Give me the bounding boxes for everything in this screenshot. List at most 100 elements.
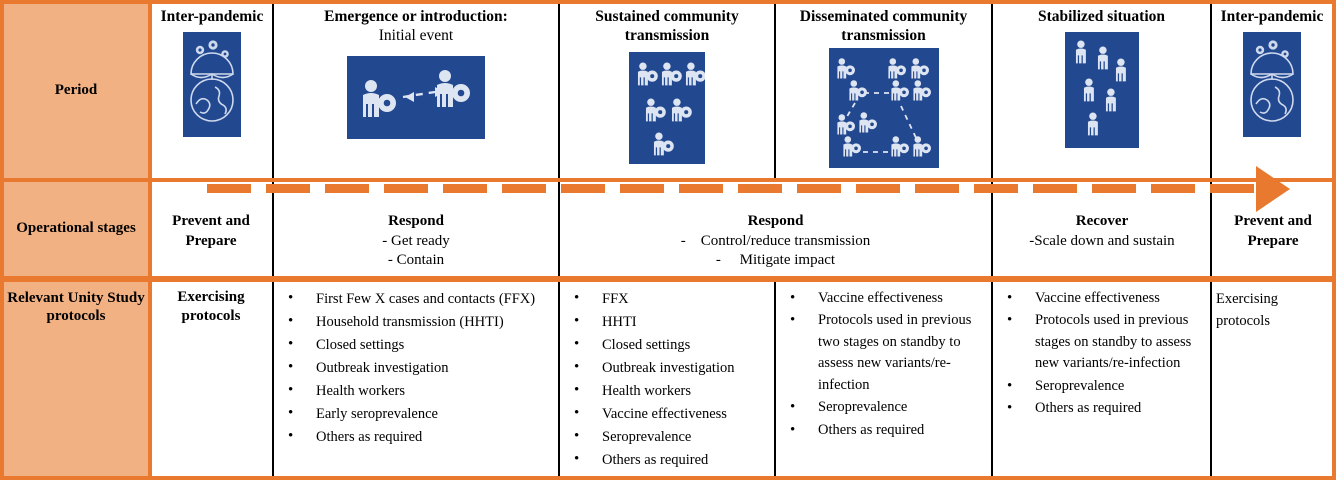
timeline-dash bbox=[797, 184, 841, 193]
operational-stage-line: - Contain bbox=[387, 252, 445, 268]
period-cell-emergence: Emergence or introduction: Initial event bbox=[274, 4, 558, 178]
protocols-plain-text: Exercising protocols bbox=[177, 289, 245, 324]
operational-stage-title: Respond bbox=[388, 213, 444, 229]
list-item: Others as required bbox=[560, 448, 772, 471]
row-header-operational: Operational stages bbox=[4, 182, 148, 276]
protocols-list: Vaccine effectiveness Protocols used in … bbox=[993, 287, 1208, 420]
progression-timeline bbox=[4, 166, 1336, 230]
period-icon-wrap bbox=[152, 31, 272, 137]
operational-stage-title: Respond bbox=[747, 213, 804, 229]
protocols-cell-inter-pandemic-right: Exercising protocols bbox=[1216, 288, 1326, 332]
operational-stage-line: - Mitigate impact bbox=[715, 252, 836, 268]
list-item: Seroprevalence bbox=[560, 425, 772, 448]
network-infected-people-icon bbox=[828, 47, 939, 168]
list-item: Vaccine effectiveness bbox=[560, 402, 772, 425]
protocols-plain-text: Exercising protocols bbox=[1216, 291, 1279, 330]
protocols-divider-3 bbox=[774, 282, 776, 476]
row-header-period-label: Period bbox=[54, 82, 98, 99]
six-infected-people-icon bbox=[629, 51, 706, 164]
operational-stage-respond-full: Respond - Control/reduce transmission - … bbox=[562, 212, 989, 271]
list-item: Early seroprevalence bbox=[274, 402, 556, 425]
period-divider-2 bbox=[558, 4, 560, 178]
timeline-dash bbox=[207, 184, 251, 193]
period-divider-3 bbox=[774, 4, 776, 178]
list-item: Vaccine effectiveness bbox=[993, 287, 1208, 310]
period-cell-stabilized: Stabilized situation bbox=[993, 4, 1210, 178]
protocols-list: FFX HHTI Closed settings Outbreak invest… bbox=[560, 287, 772, 471]
list-item: Protocols used in previous stages on sta… bbox=[993, 309, 1208, 374]
protocols-list: First Few X cases and contacts (FFX) Hou… bbox=[274, 287, 556, 448]
list-item: Others as required bbox=[274, 425, 556, 448]
period-cell-disseminated: Disseminated community transmission bbox=[776, 4, 991, 178]
operational-stage-line: - Control/reduce transmission bbox=[680, 232, 871, 249]
timeline-dash bbox=[856, 184, 900, 193]
operational-divider-4 bbox=[1210, 182, 1212, 276]
progression-arrow-icon bbox=[1256, 166, 1290, 212]
period-divider-1 bbox=[272, 4, 274, 178]
protocols-list: Vaccine effectiveness Protocols used in … bbox=[776, 287, 989, 442]
period-cell-inter-pandemic-right: Inter-pandemic bbox=[1212, 4, 1332, 178]
operational-stage-line: - Get ready bbox=[382, 232, 450, 249]
protocols-cell-stabilized: Vaccine effectiveness Protocols used in … bbox=[993, 287, 1208, 421]
list-item: Closed settings bbox=[560, 333, 772, 356]
list-item: Others as required bbox=[993, 397, 1208, 420]
timeline-dash bbox=[443, 184, 487, 193]
period-icon-wrap bbox=[1212, 31, 1332, 137]
umbrella-globe-virus-icon bbox=[1243, 31, 1301, 137]
row-header-protocols-label: Relevant Unity Study protocols bbox=[7, 290, 145, 324]
protocols-cell-emergence: First Few X cases and contacts (FFX) Hou… bbox=[274, 287, 556, 449]
list-item: HHTI bbox=[560, 310, 772, 333]
protocols-divider-2 bbox=[558, 282, 560, 476]
umbrella-globe-virus-icon bbox=[183, 31, 241, 137]
protocols-cell-disseminated: Vaccine effectiveness Protocols used in … bbox=[776, 287, 989, 442]
period-title: Sustained community transmission bbox=[595, 8, 739, 44]
operational-divider-1 bbox=[272, 182, 274, 276]
timeline-dash bbox=[1151, 184, 1195, 193]
timeline-dash bbox=[679, 184, 723, 193]
timeline-dash bbox=[1092, 184, 1136, 193]
period-title: Emergence or introduction: Initial event bbox=[274, 4, 558, 46]
period-cell-sustained: Sustained community transmission bbox=[560, 4, 774, 178]
timeline-dash bbox=[738, 184, 782, 193]
period-title-main: Emergence or introduction: bbox=[324, 8, 508, 25]
timeline-dash bbox=[266, 184, 310, 193]
list-item: Seroprevalence bbox=[776, 396, 989, 419]
list-item: Others as required bbox=[776, 419, 989, 442]
period-icon-wrap bbox=[274, 55, 558, 139]
list-item: Vaccine effectiveness bbox=[776, 287, 989, 310]
list-item: FFX bbox=[560, 287, 772, 310]
list-item: Closed settings bbox=[274, 333, 556, 356]
healthy-people-icon bbox=[1064, 31, 1139, 148]
period-title-sub: Initial event bbox=[378, 26, 454, 44]
protocols-divider-4 bbox=[991, 282, 993, 476]
period-cell-inter-pandemic-left: Inter-pandemic bbox=[152, 4, 272, 178]
period-title: Stabilized situation bbox=[1037, 8, 1166, 25]
list-item: Household transmission (HHTI) bbox=[274, 310, 556, 333]
operational-stage-prevent-left: Prevent and Prepare bbox=[152, 212, 270, 251]
operational-stage-title: Prevent and Prepare bbox=[1234, 213, 1312, 249]
timeline-dash bbox=[974, 184, 1018, 193]
list-item: Protocols used in previous two stages on… bbox=[776, 309, 989, 396]
period-icon-wrap bbox=[776, 47, 991, 168]
list-item: Health workers bbox=[560, 379, 772, 402]
timeline-dash bbox=[915, 184, 959, 193]
timeline-dash bbox=[1033, 184, 1077, 193]
row-header-operational-label: Operational stages bbox=[16, 220, 136, 237]
row-divider-period-operational bbox=[4, 178, 1332, 182]
list-item: Outbreak investigation bbox=[560, 356, 772, 379]
protocols-cell-inter-pandemic-left: Exercising protocols bbox=[152, 288, 270, 326]
list-item: First Few X cases and contacts (FFX) bbox=[274, 287, 556, 310]
period-divider-4 bbox=[991, 4, 993, 178]
row-header-period: Period bbox=[4, 4, 148, 178]
period-title: Disseminated community transmission bbox=[799, 8, 968, 44]
list-item: Health workers bbox=[274, 379, 556, 402]
operational-stage-respond-early: Respond - Get ready - Contain bbox=[276, 212, 556, 271]
timeline-dash bbox=[561, 184, 605, 193]
operational-stage-recover: Recover -Scale down and sustain bbox=[995, 212, 1209, 251]
period-icon-wrap bbox=[560, 51, 774, 164]
operational-stage-prevent-right: Prevent and Prepare bbox=[1214, 212, 1332, 251]
operational-stage-title: Recover bbox=[1075, 213, 1129, 229]
two-people-transmission-arrow-icon bbox=[347, 55, 485, 139]
list-item: Seroprevalence bbox=[993, 375, 1208, 398]
